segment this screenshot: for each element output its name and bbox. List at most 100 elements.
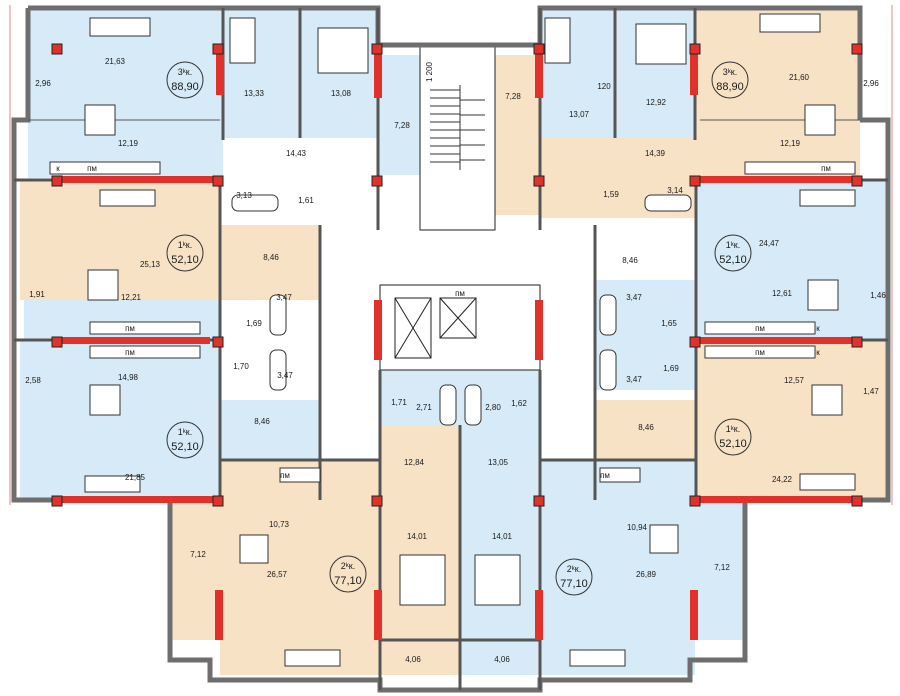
window [690, 45, 698, 95]
column-marker [212, 495, 224, 507]
column-marker [371, 43, 383, 55]
apt-total: 52,10 [171, 254, 199, 266]
appliance-label: пм [125, 348, 135, 357]
room-area: 14,01 [492, 532, 513, 541]
appliance-labels: пм пм пм пм пм пм пм пм пм к к к [56, 164, 831, 480]
apartment-labels: 3ᵏк. 88,90 3ᵏк. 88,90 1ᵏк. 52,10 1ᵏк. 52… [166, 61, 752, 596]
room-area: 10,73 [269, 520, 290, 529]
room-area: 7,12 [190, 550, 206, 559]
apt-total: 52,10 [171, 441, 199, 453]
kitchen-counter [704, 321, 816, 335]
apt-bottom-left: 2ᵏк. 77,10 [329, 555, 367, 593]
window [374, 590, 382, 640]
floor-bottom-right-balcony [695, 500, 745, 640]
dining-table-icon [811, 384, 843, 416]
room-area: 12,21 [121, 293, 142, 302]
bathtub-icon [439, 384, 457, 426]
window [700, 176, 860, 183]
sofa-icon [799, 473, 856, 491]
room-area: 3,13 [236, 191, 252, 200]
column-marker [51, 43, 63, 55]
room-area: 13,33 [244, 89, 265, 98]
apt-circle [711, 61, 749, 99]
window [700, 496, 860, 503]
room-area: 4,06 [494, 655, 510, 664]
room-area: 1,65 [661, 319, 677, 328]
apt-top-right: 3ᵏк. 88,90 [711, 61, 749, 99]
apt-circle [329, 555, 367, 593]
apt-right-lower: 1ᵏк. 52,10 [714, 418, 752, 456]
floor-bottom-left-balcony [170, 500, 220, 640]
appliance-label: пм [280, 471, 290, 480]
floor-left-lower-hall [220, 400, 320, 460]
column-marker [533, 43, 545, 55]
floor-bottom-left-center [380, 425, 460, 675]
apt-bottom-right: 2ᵏк. 77,10 [555, 558, 593, 596]
room-area: 26,57 [267, 570, 288, 579]
room-areas: 2,96 21,63 13,33 13,08 7,28 12,19 14,43 … [25, 57, 886, 664]
room-area: 21,60 [789, 73, 810, 82]
floor-top-right [695, 8, 860, 178]
apt-tag: 1ᵏк. [726, 240, 741, 250]
column-marker [689, 43, 701, 55]
apt-tag: 1ᵏк. [178, 240, 193, 250]
room-area: 12,84 [404, 458, 425, 467]
sofa-icon [89, 17, 151, 37]
room-area: 1,61 [298, 196, 314, 205]
double-bed-icon [399, 554, 446, 606]
apt-circle [555, 558, 593, 596]
apt-total: 77,10 [560, 578, 588, 590]
room-area: 24,22 [772, 475, 793, 484]
apt-total: 52,10 [719, 438, 747, 450]
room-area: 1,91 [29, 290, 45, 299]
appliance-label: к [56, 164, 60, 173]
column-marker [851, 43, 863, 55]
room-area: 12,19 [118, 139, 139, 148]
apt-circle [714, 418, 752, 456]
column-marker [212, 175, 224, 187]
floor-fills-beige [20, 8, 886, 675]
dining-table-icon [649, 524, 679, 554]
sofa-icon [759, 13, 821, 33]
appliance-label: пм [600, 471, 610, 480]
appliance-label: к [816, 324, 820, 333]
bathtub-icon [269, 294, 287, 336]
bathtub-icon [599, 349, 617, 391]
apt-total: 52,10 [719, 254, 747, 266]
column-marker [51, 495, 63, 507]
sofa-icon [284, 649, 341, 667]
appliance-label: пм [87, 164, 97, 173]
column-marker [51, 336, 63, 348]
bed-icon [229, 17, 256, 64]
stair-treads [430, 85, 485, 170]
room-area: 1,47 [863, 387, 879, 396]
dining-table-icon [89, 384, 121, 416]
elevator-cross [439, 297, 477, 339]
room-area: 14,01 [407, 532, 428, 541]
bathtub-icon [599, 294, 617, 336]
room-area: 1,71 [391, 398, 407, 407]
apt-total: 77,10 [334, 575, 362, 587]
window [374, 300, 382, 360]
dining-table-icon [239, 534, 269, 564]
room-area: 1,69 [663, 364, 679, 373]
window [215, 590, 223, 640]
sofa-icon [84, 475, 141, 493]
room-area: 12,92 [646, 98, 667, 107]
room-area: 4,06 [405, 655, 421, 664]
column-marker [371, 495, 383, 507]
column-marker [371, 175, 383, 187]
room-area: 2,58 [25, 376, 41, 385]
window [690, 590, 698, 640]
room-area: 120 [597, 82, 611, 91]
room-area: 3,14 [667, 186, 683, 195]
dining-table-icon [804, 104, 836, 136]
room-area: 3,47 [626, 375, 642, 384]
window [535, 48, 543, 98]
apt-left-lower: 1ᵏк. 52,10 [166, 421, 204, 459]
dining-table-icon [807, 279, 839, 311]
room-area: 14,98 [118, 373, 139, 382]
room-area: 1,59 [603, 190, 619, 199]
window [535, 300, 543, 360]
